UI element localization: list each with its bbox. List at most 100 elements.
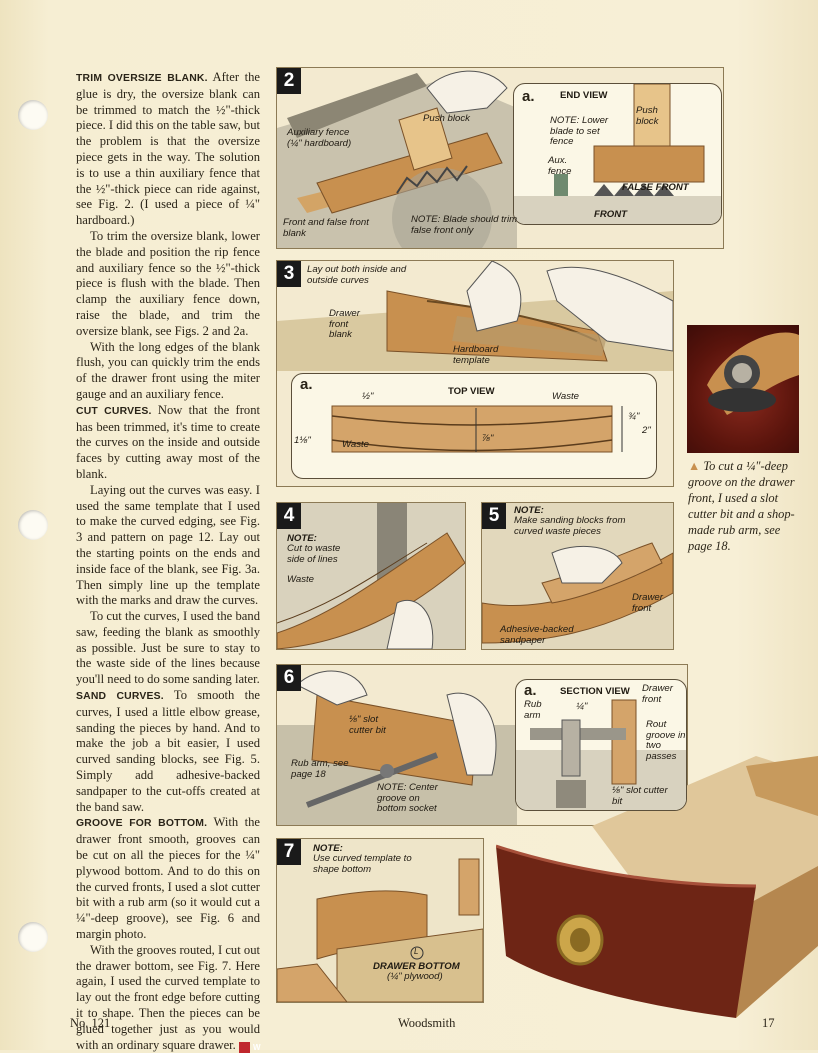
dim-label: 1⅛" [294,435,311,446]
figure-number: 6 [277,665,301,691]
note-title: NOTE: [514,505,544,516]
layout-illustration [277,261,673,371]
dim-label: ⅞" [482,433,494,444]
inset-title: TOP VIEW [448,386,495,397]
band-saw-illustration [277,503,465,649]
paragraph: SAND CURVES. To smooth the curves, I use… [76,688,260,815]
figure-6: 6 ⅛" slot cutter bit Rub arm, see page 1… [276,664,688,826]
paragraph: TRIM OVERSIZE BLANK. After the glue is d… [76,70,260,229]
footer-issue: No. 121 [70,1016,111,1030]
note-text: Use curved template to shape bottom [313,853,412,875]
top-view-inset: a. TOP VIEW ½" Waste ¾" 2" 1⅛" Waste ⅞" [291,373,657,479]
paragraph: With the grooves routed, I cut out the d… [76,942,261,1053]
note-title: NOTE: [313,843,343,854]
binder-hole [18,100,48,130]
end-mark-icon: W [238,1041,261,1053]
figure-3: 3 Lay out both inside and outside curves… [276,260,674,487]
paragraph-text: To trim the oversize blank, lower the bl… [76,228,260,338]
paragraph: To cut the curves, I used the band saw, … [76,609,260,688]
label-drawer-blank: Drawer front blank [329,308,360,340]
label-front-blank: Front and false front blank [283,217,369,239]
label-push-block: Push block [636,105,659,127]
figure-number: 4 [277,503,301,529]
dim-label: ¼" [576,701,588,712]
end-view-inset: a. END VIEW NOTE: Lower blade to set fen… [513,83,722,225]
paragraph-text: To smooth the curves, I used a little el… [76,688,260,814]
dim-label: ¾" [628,411,640,422]
run-in-heading: GROOVE FOR BOTTOM. [76,818,208,830]
paragraph-text: With the long edges of the blank flush, … [76,339,260,401]
inset-letter: a. [524,682,537,699]
figure-5: 5 NOTE: Make sanding blocks from curved … [481,502,674,650]
label-aux-fence: Auxiliary fence [287,127,350,138]
note-text: Make sanding blocks from curved waste pi… [514,515,626,537]
figure-4: 4 NOTE: Cut to waste side of lines Waste [276,502,466,650]
paragraph: GROOVE FOR BOTTOM. With the drawer front… [76,815,260,942]
margin-photo [687,325,799,453]
label-front: FRONT [594,209,628,220]
binder-hole [18,510,48,540]
label-waste: Waste [342,439,370,450]
label-drawer-front: Drawer front [642,683,673,705]
label-layout-note: Lay out both inside and outside curves [307,264,407,286]
label-rub-arm: Rub arm, see page 18 [291,758,349,780]
label-rout-groove: Rout groove in two passes [646,719,686,762]
page-number: 17 [762,1016,775,1030]
dim-label: 2" [642,425,651,436]
drawer-bottom-illustration [277,839,483,1002]
label-center-groove: NOTE: Center groove on bottom socket [377,782,438,814]
table-saw-illustration [277,70,517,248]
run-in-heading: SAND CURVES. [76,691,164,703]
paragraph-text: Now that the front has been trimmed, it'… [76,402,260,481]
label-waste: Waste [287,574,315,585]
label-rub-arm: Rub arm [524,699,542,721]
paragraph: CUT CURVES. Now that the front has been … [76,403,260,483]
paragraph-text: After the glue is dry, the oversize blan… [76,70,260,228]
note-text: Cut to waste side of lines [287,543,341,565]
paragraph-text: To cut the curves, I used the band saw, … [76,609,260,687]
figure-2: 2 Push block Auxiliary fence (¼" hardboa… [276,67,724,249]
label-drawer-front: Drawer front [632,592,663,614]
note-title: NOTE: [287,533,317,544]
run-in-heading: CUT CURVES. [76,405,152,417]
footer-magazine: Woodsmith [398,1016,456,1030]
paragraph-text: With the drawer front smooth, grooves ca… [76,815,260,942]
figure-number: 3 [277,261,301,287]
dim-label: ½" [362,391,374,402]
label-sandpaper: Adhesive-backed sandpaper [500,624,574,646]
triangle-bullet-icon: ▲ [688,459,701,473]
label-slot-cutter: ⅛" slot cutter bit [612,785,668,807]
label-hardboard: (¼" hardboard) [287,138,352,149]
paragraph: Laying out the curves was easy. I used t… [76,483,260,609]
paragraph: To trim the oversize blank, lower the bl… [76,229,260,340]
figure-7: 7 NOTE: Use curved template to shape bot… [276,838,484,1003]
inset-letter: a. [300,376,313,393]
paragraph: With the long edges of the blank flush, … [76,340,260,403]
caption-text: To cut a ¼"-deep groove on the drawer fr… [688,459,795,553]
label-slot-cutter: ⅛" slot cutter bit [349,714,386,736]
section-view-inset: a. SECTION VIEW Rub arm ¼" Drawer front … [515,679,687,811]
paragraph-text: Laying out the curves was easy. I used t… [76,482,260,608]
inset-title: END VIEW [560,90,608,101]
figure-number: 5 [482,503,506,529]
figure-number: 2 [277,68,301,94]
grain-symbol: L [414,947,419,956]
figure-number: 7 [277,839,301,865]
label-template: Hardboard template [453,344,499,366]
margin-caption: ▲ To cut a ¼"-deep groove on the drawer … [688,458,806,554]
paragraph-text: With the grooves routed, I cut out the d… [76,942,260,1052]
label-false-front: FALSE FRONT [622,182,689,193]
label-push-block: Push block [423,113,470,124]
binder-hole [18,922,48,952]
run-in-heading: TRIM OVERSIZE BLANK. [76,73,208,84]
label-blade-note: NOTE: Blade should trim false front only [411,214,518,236]
article-column: TRIM OVERSIZE BLANK. After the glue is d… [76,70,261,1053]
label-plywood: (¼" plywood) [387,971,443,982]
label-drawer-bottom: DRAWER BOTTOM [373,961,460,972]
inset-letter: a. [522,88,535,105]
drawer-photo [496,756,818,1018]
router-illustration [277,670,517,825]
label-aux-fence: Aux. fence [548,155,572,177]
label-waste: Waste [552,391,580,402]
